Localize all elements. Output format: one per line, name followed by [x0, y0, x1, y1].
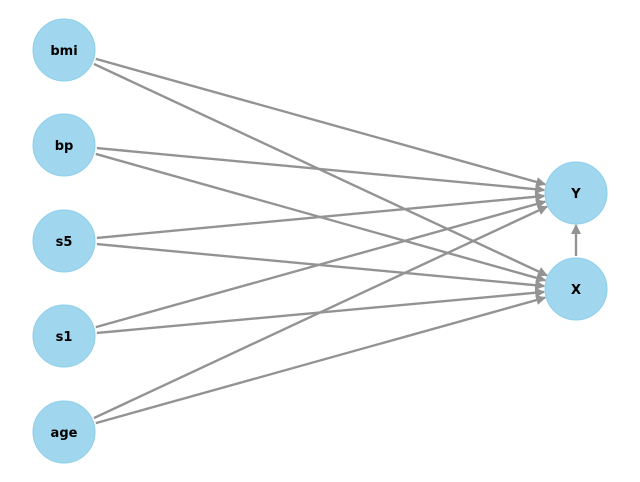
node-circle	[32, 113, 96, 177]
node-circle	[32, 209, 96, 273]
node-s5[interactable]: s5	[32, 209, 96, 273]
node-bmi[interactable]: bmi	[32, 18, 96, 82]
node-circle	[544, 257, 608, 321]
node-circle	[32, 400, 96, 464]
node-bp[interactable]: bp	[32, 113, 96, 177]
node-label: bp	[55, 139, 74, 154]
node-circle	[32, 18, 96, 82]
node-label: s1	[56, 330, 73, 345]
node-Y[interactable]: Y	[544, 161, 608, 225]
node-age[interactable]: age	[32, 400, 96, 464]
node-label: Y	[570, 187, 581, 202]
node-label: bmi	[50, 44, 77, 59]
edge-s1-to-Y	[95, 199, 547, 329]
edge-s5-to-Y	[96, 191, 546, 240]
node-label: X	[571, 283, 581, 298]
edge-age-to-Y	[93, 205, 548, 420]
edges	[93, 57, 581, 425]
node-X[interactable]: X	[544, 257, 608, 321]
node-s1[interactable]: s1	[32, 304, 96, 368]
node-circle	[32, 304, 96, 368]
node-label: s5	[56, 235, 73, 250]
edge-age-to-X	[95, 295, 547, 425]
node-circle	[544, 161, 608, 225]
edge-bp-to-Y	[96, 146, 546, 195]
edge-bmi-to-Y	[95, 57, 547, 187]
node-label: age	[51, 426, 78, 441]
nodes: bmi bp s5 s1 age Y X	[32, 18, 608, 464]
